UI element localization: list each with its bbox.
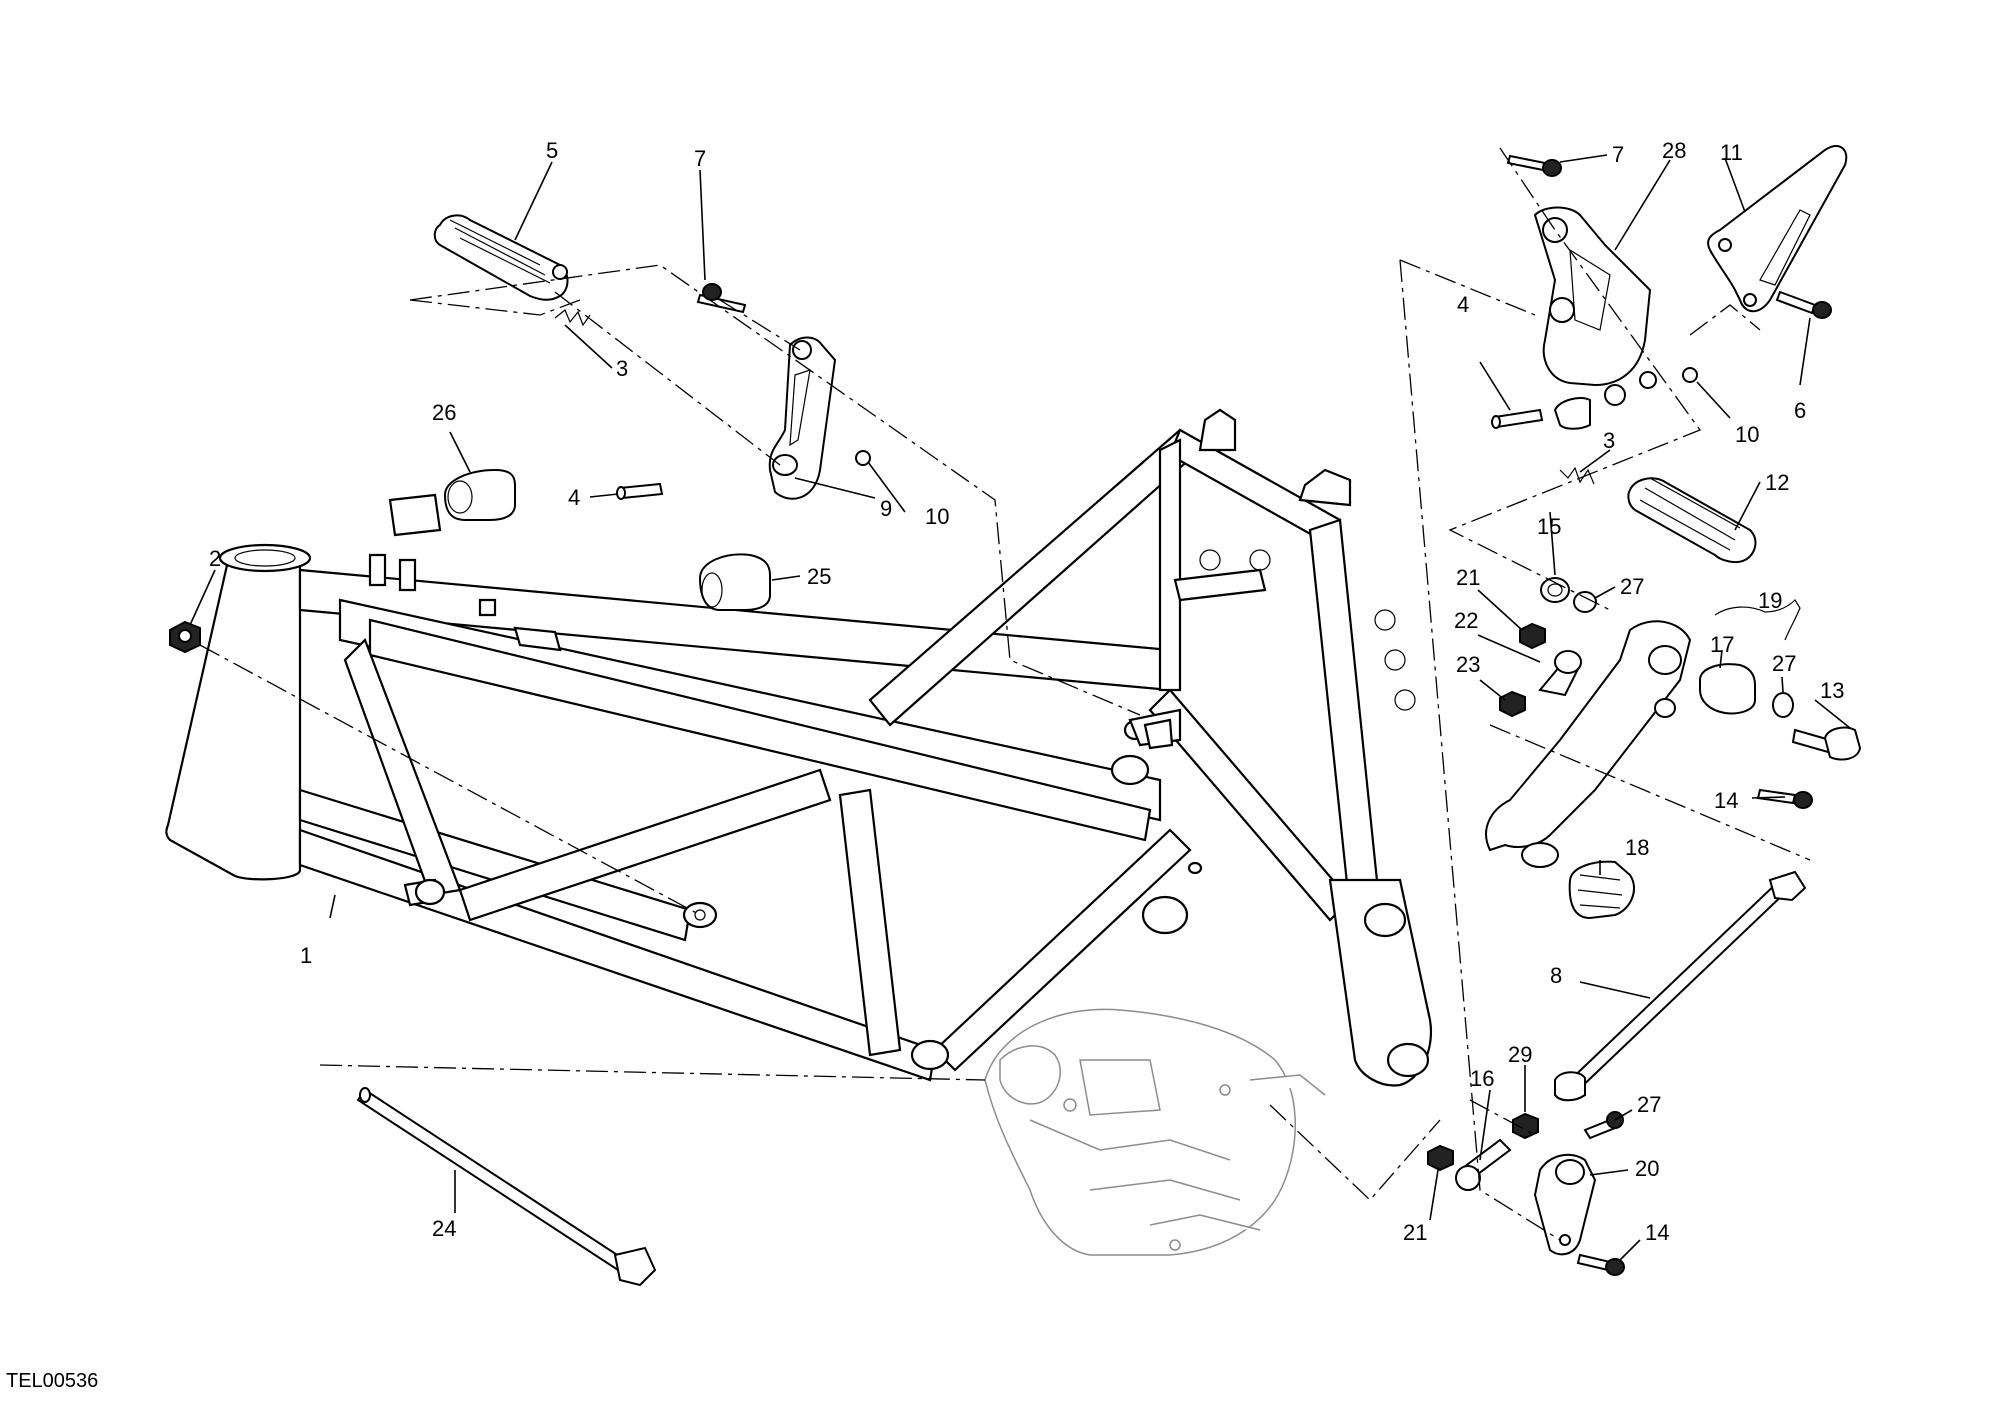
callout-27-bottom: 27: [1637, 1092, 1661, 1117]
callout-22: 22: [1454, 608, 1478, 633]
callout-27-mid: 27: [1772, 651, 1796, 676]
callout-20: 20: [1635, 1156, 1659, 1181]
callout-labels: 5 7 3 26 4 10 9 2 25 1 24 7 28 11 4 6 10…: [209, 138, 1844, 1245]
callout-19: 19: [1758, 588, 1782, 613]
callout-leaders: [189, 154, 1851, 1261]
callout-12: 12: [1765, 470, 1789, 495]
callout-10: 10: [925, 504, 949, 529]
callout-14: 14: [1714, 788, 1738, 813]
callout-8: 8: [1550, 963, 1562, 988]
callout-2: 2: [209, 546, 221, 571]
callout-3: 3: [616, 356, 628, 381]
callout-21-bottom: 21: [1403, 1220, 1427, 1245]
callout-26: 26: [432, 400, 456, 425]
engine-outline: [984, 1008, 1326, 1256]
callout-27: 27: [1620, 574, 1644, 599]
callout-23: 23: [1456, 652, 1480, 677]
callout-10-right: 10: [1735, 422, 1759, 447]
callout-6: 6: [1794, 398, 1806, 423]
callout-11: 11: [1720, 140, 1743, 165]
callout-17: 17: [1710, 632, 1734, 657]
callout-5: 5: [546, 138, 558, 163]
drawing-reference-code: TEL00536: [6, 1370, 99, 1392]
callout-7: 7: [694, 146, 706, 171]
callout-15: 15: [1537, 514, 1561, 539]
callout-3-right: 3: [1603, 428, 1615, 453]
assembly-dash-lines: [199, 147, 1811, 1241]
callout-13: 13: [1820, 678, 1844, 703]
callout-25: 25: [807, 564, 831, 589]
left-footrest-assembly: [169, 214, 871, 1287]
callout-24: 24: [432, 1216, 456, 1241]
callout-16: 16: [1470, 1066, 1494, 1091]
callout-29: 29: [1508, 1042, 1532, 1067]
callout-4-right: 4: [1457, 292, 1469, 317]
callout-28: 28: [1662, 138, 1686, 163]
callout-14-bottom: 14: [1645, 1220, 1669, 1245]
right-footrest-assembly: [1427, 145, 1862, 1276]
callout-18: 18: [1625, 835, 1649, 860]
callout-7-right: 7: [1612, 142, 1624, 167]
callout-21: 21: [1456, 565, 1480, 590]
callout-1: 1: [300, 943, 312, 968]
callout-4: 4: [568, 485, 580, 510]
callout-9: 9: [880, 496, 892, 521]
trellis-frame: [165, 408, 1433, 1087]
